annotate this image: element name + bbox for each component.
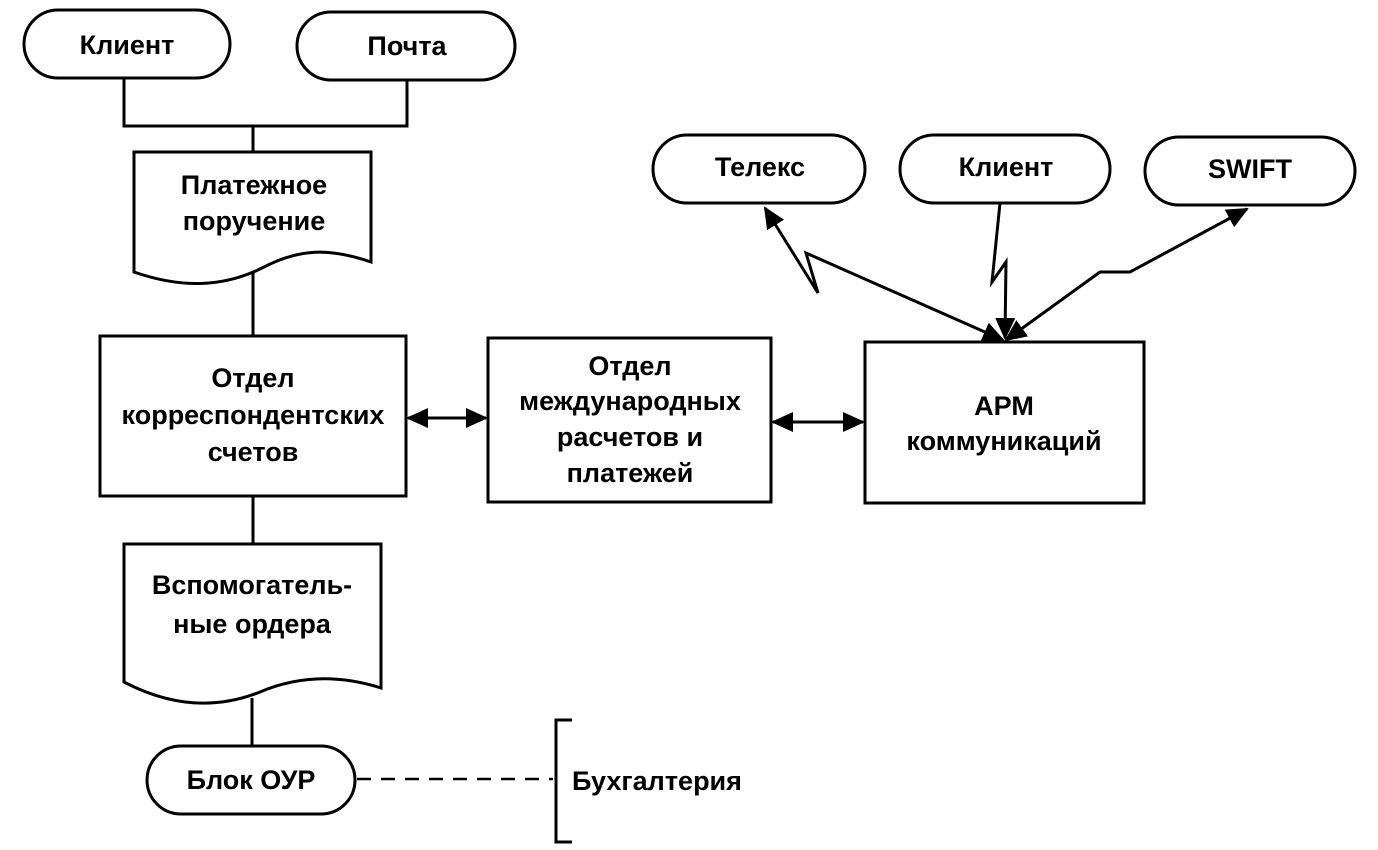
node-comm-line-2: коммуникаций: [906, 426, 1101, 456]
node-mail: Почта: [295, 10, 517, 82]
node-our-block-label: Блок ОУР: [187, 765, 316, 795]
edge-swift-comm-link: [1004, 207, 1249, 342]
node-comm-line-1: АРМ: [974, 391, 1034, 421]
node-swift: SWIFT: [1143, 135, 1357, 207]
node-intl-line-2: международных: [519, 386, 741, 416]
edge-telex-comm-link: [763, 206, 1005, 342]
node-intl-line-1: Отдел: [588, 351, 671, 381]
node-telex: Телекс: [651, 133, 867, 205]
node-client-top-label: Клиент: [80, 30, 175, 60]
node-payment-order-line-1: Платежное: [181, 170, 327, 200]
node-corr-accounts-line-1: Отдел: [211, 363, 294, 393]
node-aux-orders-line-1: Вспомогатель-: [152, 570, 352, 600]
node-corr-accounts-line-3: счетов: [208, 437, 299, 467]
node-telex-label: Телекс: [715, 152, 805, 182]
node-client-right: Клиент: [898, 133, 1112, 205]
node-comm-workstation: АРМ коммуникаций: [863, 340, 1146, 505]
node-aux-orders: Вспомогатель- ные ордера: [122, 542, 383, 705]
node-mail-label: Почта: [367, 31, 447, 61]
accounting-annotation-bracket: [554, 718, 572, 844]
edge-client-comm-link: [989, 202, 1016, 340]
node-intl-line-4: платежей: [567, 458, 694, 488]
node-corr-accounts-dept: Отдел корреспондентских счетов: [98, 334, 408, 498]
node-intl-settlements-dept: Отдел международных расчетов и платежей: [486, 336, 773, 504]
node-client-top: Клиент: [22, 8, 232, 80]
node-our-block: Блок ОУР: [145, 744, 357, 816]
edge-client-mail-merge: [122, 78, 409, 152]
node-corr-accounts-line-2: корреспондентских: [122, 400, 385, 430]
node-accounting-label: Бухгалтерия: [572, 766, 742, 796]
node-aux-orders-line-2: ные ордера: [173, 609, 332, 639]
node-client-right-label: Клиент: [959, 152, 1054, 182]
node-intl-line-3: расчетов и: [557, 422, 703, 452]
node-swift-label: SWIFT: [1208, 154, 1292, 184]
node-payment-order: Платежное поручение: [132, 150, 373, 285]
node-payment-order-line-2: поручение: [183, 206, 326, 236]
